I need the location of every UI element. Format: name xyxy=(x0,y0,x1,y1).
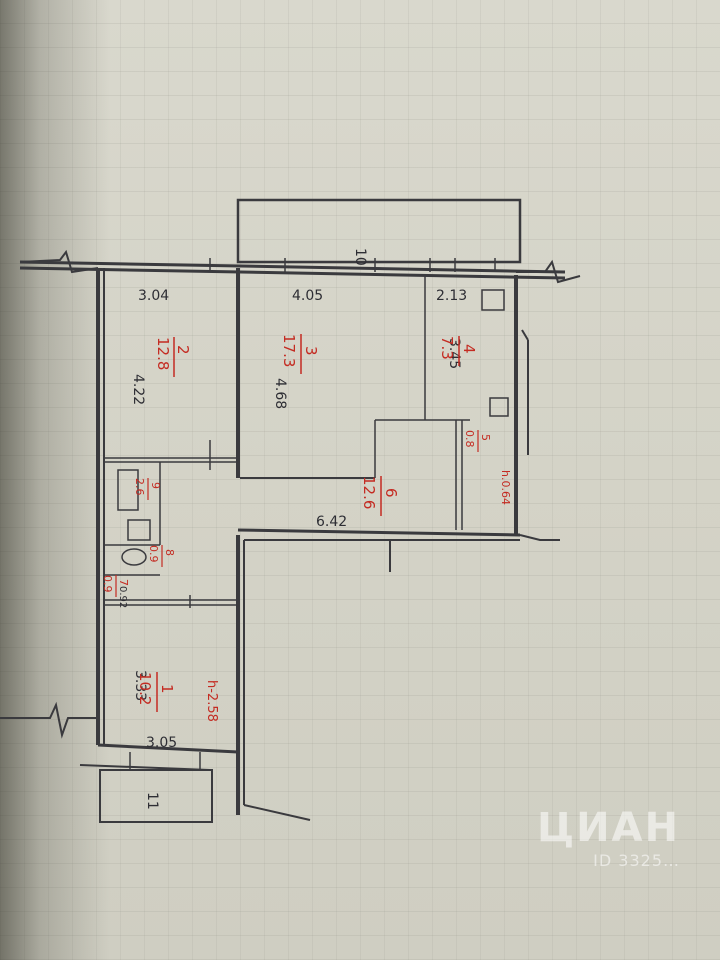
balcony-label: 10 xyxy=(352,248,368,266)
svg-text:12.6: 12.6 xyxy=(360,476,378,509)
dim-room4-depth: 3.45 xyxy=(446,338,462,369)
dim-room4-width: 2.13 xyxy=(436,288,467,304)
room-7-label: 7 0.9 xyxy=(101,575,130,597)
cian-watermark: ЦИАН ID 3325… xyxy=(537,805,680,870)
break-lines xyxy=(0,249,581,739)
room-5-label: 5 0.8 xyxy=(463,430,492,452)
stove-icon xyxy=(481,289,505,311)
watermark-id: ID 3325… xyxy=(593,851,680,870)
right-note: h.0.64 xyxy=(499,470,512,505)
svg-text:10.2: 10.2 xyxy=(136,672,154,705)
dim-room1-depth: 3.33 xyxy=(132,670,148,701)
dim-room3-width: 4.05 xyxy=(292,288,323,304)
dim-room1-width: 3.05 xyxy=(146,735,177,751)
svg-text:4: 4 xyxy=(460,344,478,354)
fixtures xyxy=(117,289,509,566)
svg-text:7: 7 xyxy=(117,579,130,586)
svg-text:2.6: 2.6 xyxy=(133,478,146,496)
ceiling-height-note: h-2.58 xyxy=(204,680,219,722)
svg-text:12.8: 12.8 xyxy=(154,337,172,370)
watermark-brand: ЦИАН xyxy=(536,805,680,851)
svg-text:17.3: 17.3 xyxy=(280,334,298,367)
dim-room2-width: 3.04 xyxy=(138,288,169,304)
svg-text:7.3: 7.3 xyxy=(438,336,456,360)
walls xyxy=(19,198,566,823)
svg-text:0.9: 0.9 xyxy=(147,545,160,563)
dim-corridor-width: 0.92 xyxy=(117,586,128,608)
windows xyxy=(129,258,496,770)
dim-room3-depth: 4.68 xyxy=(272,378,288,409)
room-3-label: 3 17.3 xyxy=(280,334,320,374)
svg-text:1: 1 xyxy=(158,684,176,694)
svg-text:2: 2 xyxy=(174,345,192,355)
svg-text:0.9: 0.9 xyxy=(101,575,114,593)
kitchen-sink-icon xyxy=(489,397,509,417)
dim-room2-depth: 4.22 xyxy=(130,374,146,405)
dim-hall-length: 6.42 xyxy=(316,514,347,530)
loggia-label: 11 xyxy=(144,792,160,810)
room-8-label: 8 0.9 xyxy=(147,545,176,567)
sink-icon xyxy=(127,519,151,541)
room-2-label: 2 12.8 xyxy=(154,337,192,377)
svg-text:5: 5 xyxy=(479,434,492,441)
svg-text:8: 8 xyxy=(163,549,176,556)
room-4-label: 4 7.3 xyxy=(438,336,478,366)
bathtub-icon xyxy=(117,469,139,511)
svg-text:9: 9 xyxy=(149,482,162,489)
svg-text:3: 3 xyxy=(302,346,320,356)
room-9-label: 9 2.6 xyxy=(133,478,162,500)
svg-text:0.8: 0.8 xyxy=(463,430,476,448)
toilet-icon xyxy=(121,548,147,566)
room-6-label: 6 12.6 xyxy=(360,476,400,516)
svg-text:6: 6 xyxy=(382,488,400,498)
room-1-label: 1 10.2 xyxy=(136,672,176,712)
